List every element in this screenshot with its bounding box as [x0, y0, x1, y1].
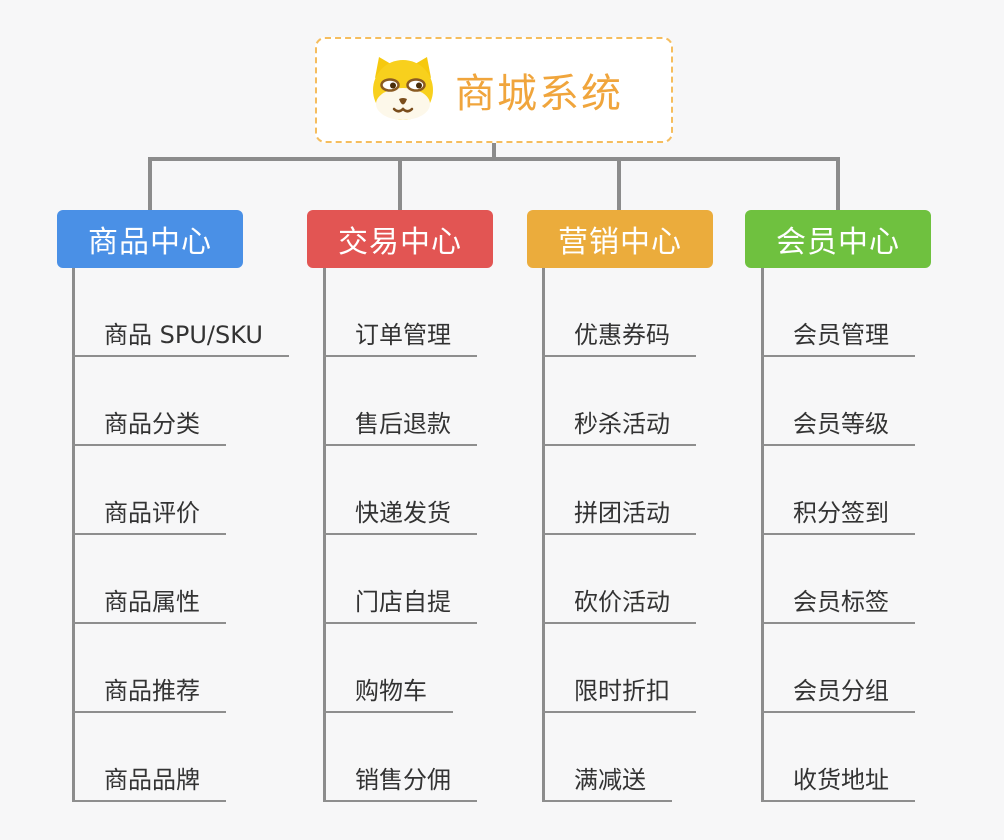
column-spine-marketing [542, 268, 545, 802]
column-marketing: 优惠券码 秒杀活动 拼团活动 砍价活动 限时折扣 满减送 [542, 268, 696, 802]
sub-topic[interactable]: 购物车 [323, 671, 453, 713]
sub-topic[interactable]: 商品评价 [72, 493, 226, 535]
sub-topic[interactable]: 砍价活动 [542, 582, 696, 624]
branch-label: 营销中心 [558, 225, 682, 260]
sub-topic[interactable]: 限时折扣 [542, 671, 696, 713]
sub-topic[interactable]: 售后退款 [323, 404, 477, 446]
dog-face-icon [365, 54, 441, 126]
branch-label: 交易中心 [338, 225, 462, 260]
branch-label: 商品中心 [88, 225, 212, 260]
sub-topic[interactable]: 优惠券码 [542, 315, 696, 357]
connector-horizontal-bus [148, 157, 840, 161]
column-spine-trade [323, 268, 326, 802]
sub-topic[interactable]: 销售分佣 [323, 760, 477, 802]
connector-drop-goods [148, 157, 152, 210]
connector-drop-marketing [617, 157, 621, 210]
root-title: 商城系统 [455, 71, 623, 117]
sub-topic[interactable]: 积分签到 [761, 493, 915, 535]
sub-topic[interactable]: 会员分组 [761, 671, 915, 713]
sub-topic[interactable]: 商品品牌 [72, 760, 226, 802]
root-node[interactable]: 商城系统 [315, 37, 673, 143]
branch-node-trade[interactable]: 交易中心 [307, 210, 493, 268]
column-spine-goods [72, 268, 75, 802]
sub-topic[interactable]: 商品推荐 [72, 671, 226, 713]
sub-topic[interactable]: 会员标签 [761, 582, 915, 624]
sub-topic[interactable]: 订单管理 [323, 315, 477, 357]
sub-topic[interactable]: 会员管理 [761, 315, 915, 357]
branch-node-goods[interactable]: 商品中心 [57, 210, 243, 268]
sub-topic[interactable]: 门店自提 [323, 582, 477, 624]
connector-root-stem [492, 143, 496, 159]
sub-topic[interactable]: 商品 SPU/SKU [72, 315, 289, 357]
column-spine-member [761, 268, 764, 802]
sub-topic[interactable]: 会员等级 [761, 404, 915, 446]
column-goods: 商品 SPU/SKU 商品分类 商品评价 商品属性 商品推荐 商品品牌 [72, 268, 289, 802]
sub-topic[interactable]: 商品分类 [72, 404, 226, 446]
column-trade: 订单管理 售后退款 快递发货 门店自提 购物车 销售分佣 [323, 268, 477, 802]
branch-label: 会员中心 [776, 225, 900, 260]
branch-node-member[interactable]: 会员中心 [745, 210, 931, 268]
connector-drop-member [836, 157, 840, 210]
sub-topic[interactable]: 秒杀活动 [542, 404, 696, 446]
sub-topic[interactable]: 收货地址 [761, 760, 915, 802]
sub-topic[interactable]: 快递发货 [323, 493, 477, 535]
sub-topic[interactable]: 商品属性 [72, 582, 226, 624]
column-member: 会员管理 会员等级 积分签到 会员标签 会员分组 收货地址 [761, 268, 915, 802]
sub-topic[interactable]: 满减送 [542, 760, 672, 802]
sub-topic[interactable]: 拼团活动 [542, 493, 696, 535]
connector-drop-trade [398, 157, 402, 210]
branch-node-marketing[interactable]: 营销中心 [527, 210, 713, 268]
